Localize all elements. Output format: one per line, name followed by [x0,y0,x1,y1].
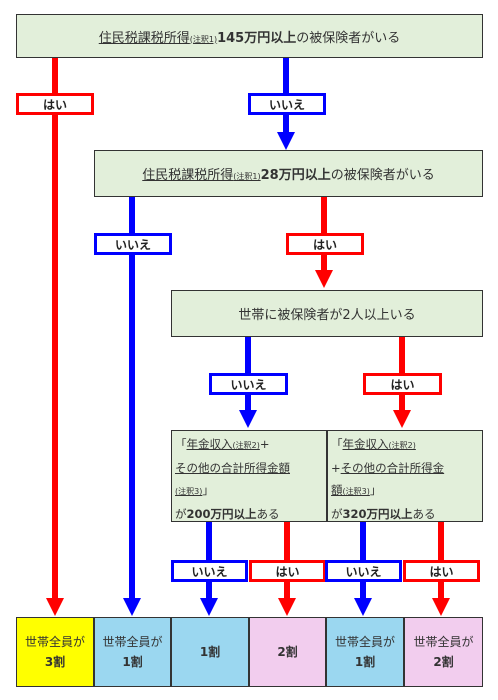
question-1-box: 住民税課税所得(注釈1)145万円以上の被保険者がいる [16,14,483,58]
q5-line-3: 額(注釈3)」 [331,479,482,503]
q5-other-income-end: 額 [331,483,343,497]
q5-amount: 320万円以上 [342,507,413,521]
result-3: 1割 [171,617,249,687]
result-2-rate: 1割 [122,655,143,669]
q4-line-1: 「年金収入(注釈2)+ [175,433,326,457]
result-1-line-1: 世帯全員が [24,635,85,649]
result-4: 2割 [249,617,326,687]
q4-no-badge: いいえ [171,560,248,582]
q5-plus: + [331,461,341,475]
result-6: 世帯全員が 2割 [404,617,483,687]
q4-line-2: その他の合計所得金額 [175,461,290,475]
q5-line-1: 「年金収入(注釈2) [331,433,482,457]
q1-label: 住民税課税所得 [98,30,190,46]
q1-post: の被保険者がいる [296,30,401,46]
q2-text: 住民税課税所得(注釈1)28万円以上の被保険者がいる [142,164,434,183]
result-1: 世帯全員が 3割 [16,617,94,687]
q5-no-badge: いいえ [325,560,402,582]
q5-bracket-open: 「 [331,437,343,451]
q4-aru: ある [256,507,280,521]
q1-yes-badge: はい [16,93,94,115]
result-5: 世帯全員が 1割 [326,617,404,687]
q2-post: の被保険者がいる [330,168,435,183]
question-5-box: 「年金収入(注釈2) +その他の合計所得金 額(注釈3)」 が320万円以上ある [327,430,483,522]
q4-amount: 200万円以上 [186,507,257,521]
q5-ga: が [331,507,343,521]
question-2-box: 住民税課税所得(注釈1)28万円以上の被保険者がいる [94,150,483,197]
q5-pension: 年金収入 [342,437,389,451]
q2-note: (注釈1) [233,172,261,181]
q4-note-3: (注釈3) [175,487,203,496]
q2-amount: 28万円以上 [260,168,331,183]
q5-note-2: (注釈2) [388,441,416,450]
result-6-line-1: 世帯全員が [413,635,474,649]
q1-note: (注釈1) [189,34,218,44]
q4-ga: が [175,507,187,521]
q5-aru: ある [412,507,436,521]
q4-line-3: (注釈3)」 [175,479,326,503]
result-2-line-1: 世帯全員が [102,635,163,649]
result-1-rate: 3割 [44,655,66,669]
result-2: 世帯全員が 1割 [94,617,171,687]
q2-label: 住民税課税所得 [142,168,234,183]
q4-note-2: (注釈2) [232,441,260,450]
question-3-box: 世帯に被保険者が2人以上いる [171,290,483,337]
result-5-rate: 1割 [354,655,376,669]
q5-other-income: その他の合計所得金 [340,461,445,475]
q1-text: 住民税課税所得(注釈1)145万円以上の被保険者がいる [99,27,401,46]
q5-line-4: が320万円以上ある [331,503,482,525]
result-6-rate: 2割 [433,655,454,669]
q3-no-badge: いいえ [209,373,288,395]
q2-yes-badge: はい [286,233,364,255]
q4-line-4: が200万円以上ある [175,503,326,525]
q4-bracket-open: 「 [175,437,187,451]
q4-plus: + [259,437,270,451]
q4-pension: 年金収入 [186,437,233,451]
result-3-rate: 1割 [199,645,221,659]
q1-no-badge: いいえ [248,93,326,115]
q2-no-badge: いいえ [94,233,172,255]
q5-line-2: +その他の合計所得金 [331,457,482,479]
result-4-rate: 2割 [277,645,298,659]
q4-yes-badge: はい [249,560,326,582]
q1-amount: 145万円以上 [217,30,297,46]
q3-yes-badge: はい [363,373,442,395]
q5-bracket-close: 」 [369,483,382,497]
q5-note-3: (注釈3) [342,487,370,496]
q4-bracket-close: 」 [202,483,214,497]
question-4-box: 「年金収入(注釈2)+ その他の合計所得金額 (注釈3)」 が200万円以上ある [171,430,327,522]
q3-text: 世帯に被保険者が2人以上いる [238,308,416,323]
q5-yes-badge: はい [403,560,480,582]
result-5-line-1: 世帯全員が [334,635,395,649]
